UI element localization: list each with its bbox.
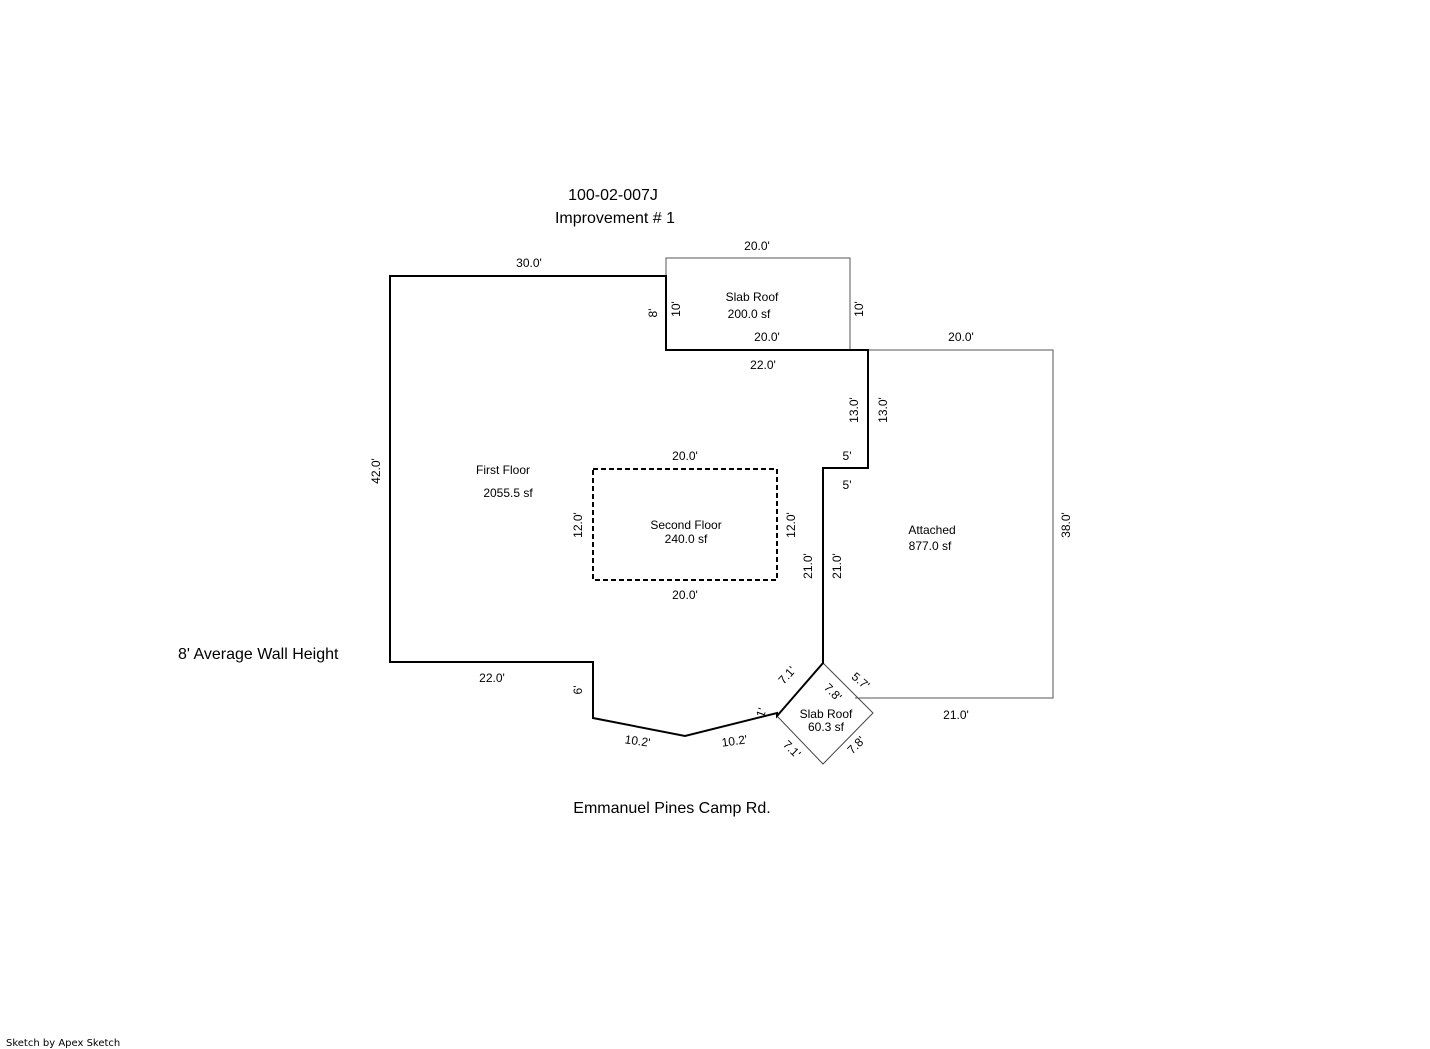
slab-roof-top-area: 200.0 sf [728,307,771,321]
dim-ff-left: 42.0' [369,458,383,484]
dim-ff-bay-left: 10.2' [624,732,651,749]
dim-at-left-21: 21.0' [830,553,844,579]
first-floor-outline [389,275,869,738]
dim-ff-bottom: 22.0' [479,671,505,685]
dim-ff-right-13: 13.0' [847,397,861,423]
road-name: Emmanuel Pines Camp Rd. [573,800,770,817]
dim-ff-drop-6: 6' [571,686,585,695]
attached-area: 877.0 sf [909,539,952,553]
dim-sf-top: 20.0' [672,449,698,463]
dim-sf-right: 12.0' [784,512,798,538]
dim-sr-top: 20.0' [744,239,770,253]
dim-at-left-13: 13.0' [876,397,890,423]
dim-sf-left: 12.0' [571,512,585,538]
second-floor-area: 240.0 sf [665,532,708,546]
slab-roof-top-label: Slab Roof [726,290,779,304]
dim-at-right: 38.0' [1059,512,1073,538]
dim-sr-bottom: 20.0' [754,330,780,344]
dim-ff-right-21: 21.0' [801,553,815,579]
dim-at-diag-57: 5.7' [849,669,873,692]
slab-roof-bottom-area: 60.3 sf [808,720,845,734]
dim-at-notch-5: 5' [843,478,852,492]
slab-roof-bottom-label: Slab Roof [800,707,853,721]
dim-ff-bay-1: 1' [753,706,769,719]
dim-sr-left: 10' [669,301,683,317]
dim-sf-bottom: 20.0' [672,588,698,602]
attached-outline [855,349,1054,699]
dim-sr2-71-bottom: 7.1' [780,738,803,761]
wall-height-note: 8' Average Wall Height [178,646,339,663]
second-floor-outline [592,468,778,581]
dim-at-bottom: 21.0' [943,708,969,722]
dim-ff-diag-71: 7.1' [775,664,798,687]
dim-at-top: 20.0' [948,330,974,344]
sketch-credit: Sketch by Apex Sketch [6,1038,120,1049]
dim-sr2-78-bottom: 7.8' [845,734,868,757]
attached-label: Attached [908,523,955,537]
dim-ff-top: 30.0' [516,256,542,270]
dim-sr-right: 10' [852,301,866,317]
first-floor-label: First Floor [476,463,530,477]
dim-ff-top-inner: 22.0' [750,358,776,372]
dim-sr2-78-top: 7.8' [821,681,844,704]
second-floor-label: Second Floor [650,518,721,532]
dim-ff-notch-5: 5' [843,449,852,463]
dim-ff-step-8: 8' [646,309,660,318]
improvement-number: Improvement # 1 [555,210,675,227]
first-floor-area: 2055.5 sf [483,486,533,500]
parcel-id: 100-02-007J [568,187,658,204]
dim-ff-bay-right: 10.2' [721,732,748,749]
